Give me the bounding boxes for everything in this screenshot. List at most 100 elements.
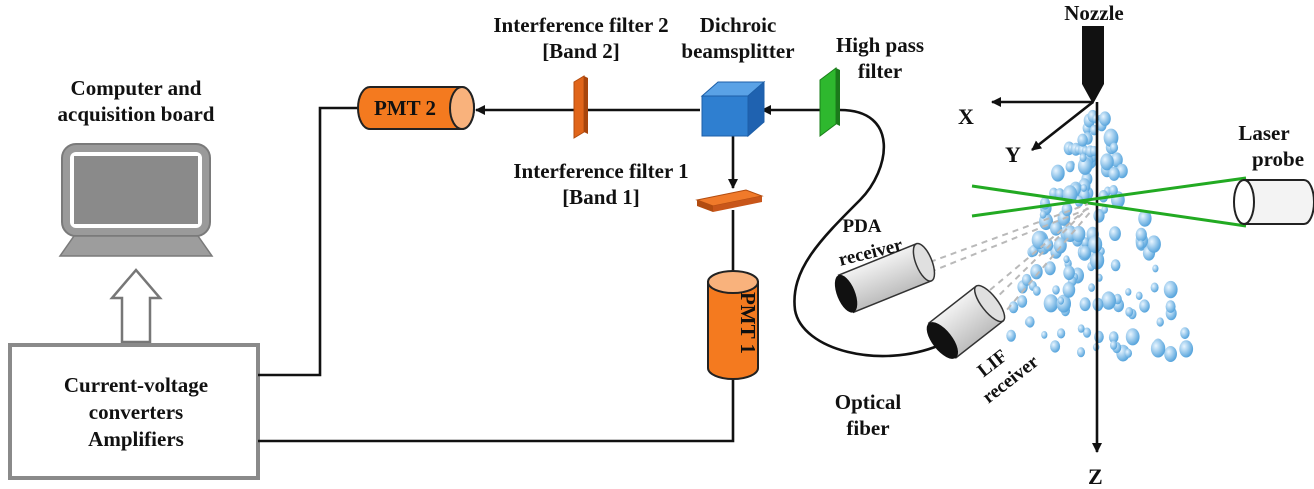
droplet <box>1077 347 1085 358</box>
droplet <box>1025 316 1035 328</box>
axis-y-label: Y <box>1005 142 1021 167</box>
droplet <box>1063 265 1075 281</box>
interference-filter-2 <box>573 75 588 139</box>
droplet <box>1125 307 1134 317</box>
converter-label-line1: Current-voltage <box>64 373 208 397</box>
highpass-label-line1: High pass <box>836 33 924 57</box>
droplet <box>1150 282 1159 293</box>
optical-fiber <box>793 108 941 358</box>
droplet <box>1165 300 1176 313</box>
droplet <box>1072 225 1086 243</box>
converter-box <box>8 343 260 480</box>
droplet <box>1138 210 1152 227</box>
pmt2-cylinder <box>357 86 475 130</box>
droplet <box>1100 153 1114 171</box>
droplet <box>1108 331 1119 344</box>
interference-filter-1 <box>695 189 764 212</box>
fiber-label-line2: fiber <box>846 416 889 440</box>
droplet <box>1103 128 1119 147</box>
droplet <box>1156 317 1164 327</box>
droplet <box>1164 346 1177 362</box>
fiber-label-line1: Optical <box>835 390 902 414</box>
droplet <box>1139 299 1150 313</box>
pmt1-cylinder <box>707 270 759 380</box>
droplet <box>1017 295 1028 308</box>
droplet <box>1101 291 1116 310</box>
filter2-label-line1: Interference filter 2 <box>493 13 668 37</box>
droplet <box>1077 133 1088 147</box>
filter2-label-line2: [Band 2] <box>542 39 620 63</box>
droplet <box>1082 327 1092 338</box>
pda-receiver-icon <box>834 242 936 314</box>
droplet <box>1163 280 1178 299</box>
droplet <box>1135 291 1143 300</box>
droplet <box>1094 330 1104 343</box>
droplet <box>1108 166 1120 181</box>
droplet <box>1146 235 1161 253</box>
droplet <box>1006 329 1016 342</box>
droplet <box>1050 340 1061 353</box>
wire-pmt1-to-converter <box>258 378 735 443</box>
droplet <box>1124 348 1133 358</box>
laser-beam-upper <box>971 176 1247 218</box>
droplet <box>1088 235 1103 254</box>
droplet <box>1043 294 1059 313</box>
droplet <box>1101 205 1108 214</box>
spray-droplets <box>1006 109 1194 362</box>
computer-label-line1: Computer and <box>71 76 202 100</box>
droplet <box>1032 286 1041 296</box>
droplet <box>1079 297 1091 312</box>
droplet <box>1109 142 1119 153</box>
droplet <box>1077 324 1085 333</box>
droplet <box>1077 157 1093 175</box>
lif-collection-line-3 <box>983 207 1089 311</box>
droplet <box>1079 153 1087 162</box>
droplet <box>1057 296 1065 305</box>
up-arrow-icon <box>109 268 163 344</box>
droplet <box>1041 331 1048 339</box>
droplet <box>1008 301 1019 314</box>
laser-label-line2: probe <box>1252 147 1304 171</box>
droplet <box>1057 328 1066 339</box>
droplet <box>1125 328 1140 346</box>
droplet <box>1137 240 1145 249</box>
droplet <box>1109 185 1118 196</box>
droplet <box>1044 261 1056 276</box>
droplet <box>1110 259 1121 272</box>
pmt1-label: PMT 1 <box>736 292 760 354</box>
droplet <box>1042 238 1054 252</box>
droplet <box>1088 283 1095 292</box>
nozzle-label: Nozzle <box>1064 1 1123 25</box>
droplet <box>1039 210 1047 219</box>
laser-label-line1: Laser <box>1238 121 1289 145</box>
lif-receiver-icon <box>926 284 1006 359</box>
axis-y <box>1031 100 1094 152</box>
droplet <box>1065 161 1075 173</box>
droplet <box>1110 340 1118 350</box>
pda-collection-line-2 <box>929 207 1091 273</box>
droplet <box>1030 264 1043 280</box>
nozzle-icon <box>1082 26 1104 104</box>
droplet <box>1062 282 1076 298</box>
droplet <box>1135 227 1147 242</box>
droplet <box>1179 340 1194 358</box>
pda-label-line1: PDA <box>842 216 881 237</box>
computer-monitor-icon <box>58 143 214 257</box>
pmt2-label: PMT 2 <box>374 96 436 120</box>
lif-collection-line-2 <box>999 209 1093 319</box>
filter1-label-line1: Interference filter 1 <box>513 159 688 183</box>
droplet <box>1180 327 1190 339</box>
droplet <box>1079 245 1091 260</box>
converter-label-line2: converters <box>89 400 183 424</box>
droplet <box>1099 111 1111 126</box>
dichroic-label-line1: Dichroic <box>700 13 777 37</box>
high-pass-filter <box>819 67 840 137</box>
droplet <box>1051 164 1065 182</box>
droplet <box>1110 152 1123 168</box>
droplet <box>1052 285 1060 295</box>
droplet <box>1152 264 1159 273</box>
dichroic-label-line2: beamsplitter <box>681 39 794 63</box>
droplet <box>1063 255 1070 264</box>
computer-label-line2: acquisition board <box>58 102 215 126</box>
laser-probe-icon <box>1233 179 1314 225</box>
